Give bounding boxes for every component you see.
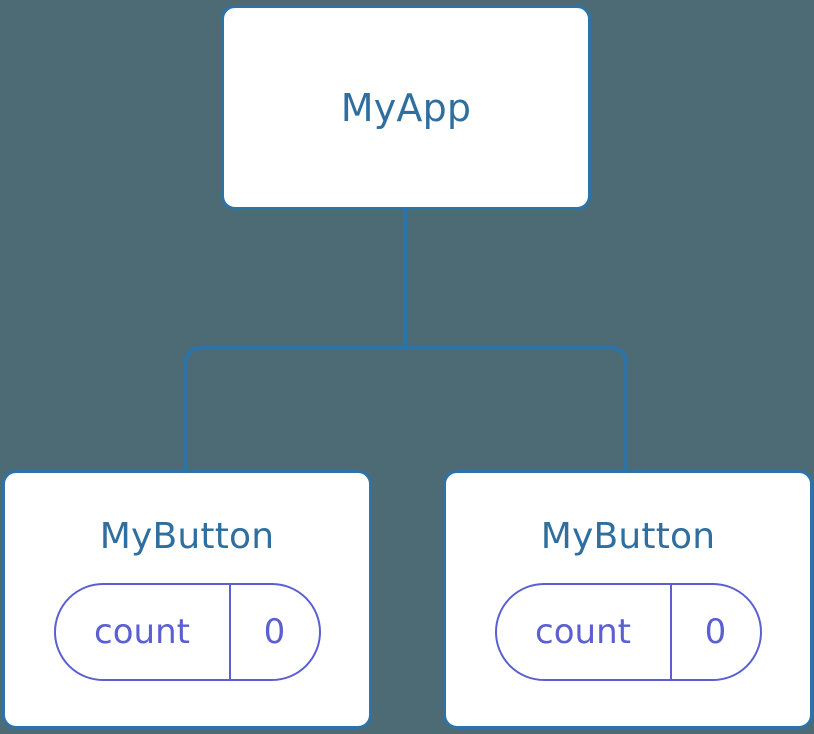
node-child-label: MyButton [99,516,275,557]
state-key: count [497,585,672,679]
state-capsule[interactable]: count 0 [494,583,762,681]
state-value: 0 [704,612,727,652]
state-key: count [56,585,231,679]
state-value: 0 [263,612,286,652]
node-child-mybutton-1[interactable]: MyButton count 0 [2,470,372,729]
state-capsule[interactable]: count 0 [53,583,321,681]
node-child-mybutton-2[interactable]: MyButton count 0 [443,470,813,729]
node-root-label: MyApp [340,85,472,130]
node-root-myapp[interactable]: MyApp [221,5,591,210]
edge-root-to-child-1 [184,346,405,472]
node-child-label: MyButton [540,516,716,557]
edge-root-to-child-2 [405,346,628,472]
